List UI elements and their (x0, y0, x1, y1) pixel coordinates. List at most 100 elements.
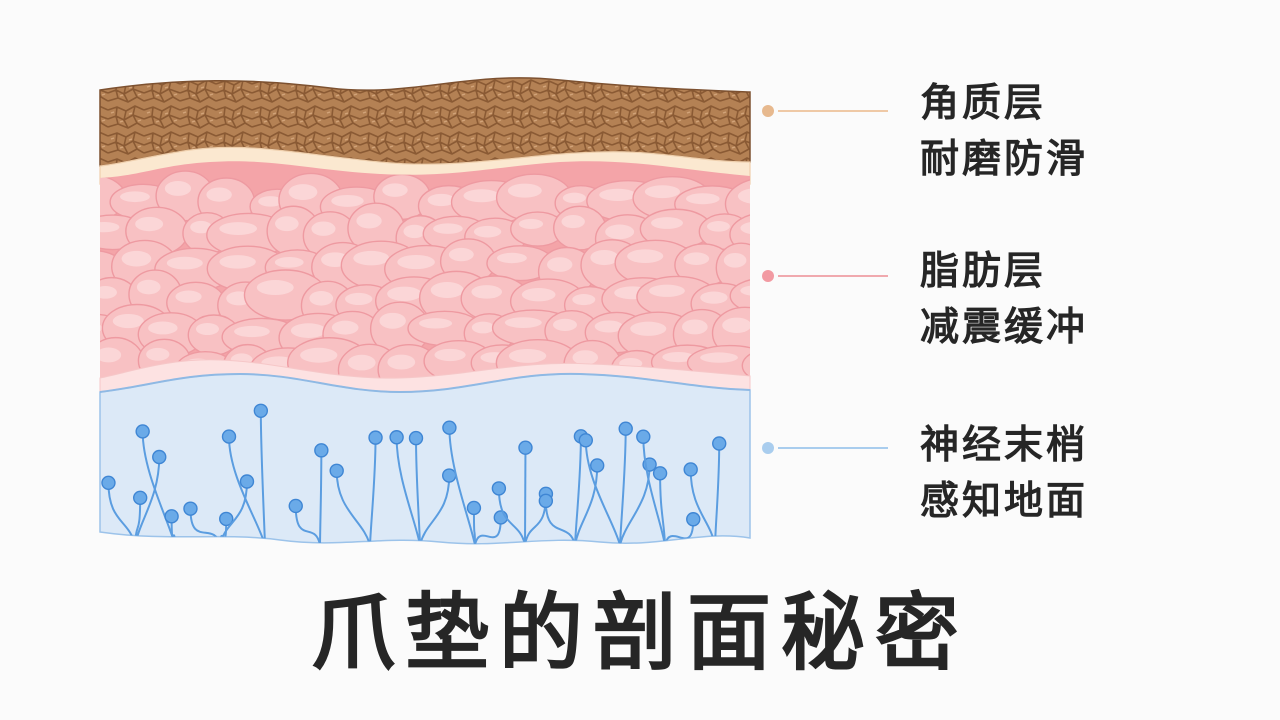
fat-cell-highlight (309, 291, 334, 306)
fat-layer-name: 脂肪层 (920, 249, 1047, 294)
fat-cell-highlight (547, 257, 573, 272)
nerve-ending (518, 440, 533, 455)
fat-cell-highlight (471, 285, 503, 299)
nerve-ending (491, 481, 507, 496)
keratin-layer-function: 耐磨防滑 (920, 137, 1089, 182)
nerve-layer (99, 372, 751, 545)
nerve-marker-dot (762, 442, 774, 454)
fat-leader (762, 270, 888, 282)
fat-cell-highlight (605, 224, 635, 240)
fat-cell-highlight (518, 218, 544, 230)
fat-cell-highlight (496, 252, 527, 264)
nerve-ending (652, 466, 668, 481)
fat-cell-highlight (112, 313, 144, 329)
fat-cell-highlight (190, 220, 212, 234)
fat-cell-highlight (427, 193, 455, 207)
fat-cell-highlight (219, 255, 256, 269)
fat-cell-highlight (121, 250, 152, 267)
fat-cell-highlight (146, 347, 170, 361)
nerve-fiber (584, 440, 621, 544)
fat-cell-highlight (331, 320, 359, 335)
fat-cell-highlight (430, 282, 464, 299)
nerve-label: 神经末梢 感知地面 (920, 418, 1220, 530)
fat-cell-highlight (594, 320, 624, 333)
fat-cell-highlight (120, 191, 150, 203)
nerve-ending (183, 501, 198, 516)
fat-cell-highlight (662, 351, 695, 363)
fat-cell-highlight (682, 319, 708, 335)
nerve-fiber (319, 450, 323, 544)
nerve-ending (368, 430, 383, 445)
fat-cell-highlight (148, 321, 178, 335)
nerve-fiber (448, 427, 476, 544)
fat-cell-highlight (135, 216, 164, 232)
fat-cell-highlight (234, 325, 270, 338)
nerve-ending (686, 512, 701, 527)
fat-cell-highlight (700, 352, 738, 363)
fat-cell-highlight (195, 323, 219, 336)
fat-cell-highlight (256, 280, 294, 296)
fat-cell-highlight (740, 285, 750, 296)
nerve-ending (442, 420, 457, 435)
fat-cell-highlight (403, 224, 426, 239)
fat-cell-highlight (590, 249, 619, 266)
nerve-fiber (415, 438, 421, 544)
nerve-ending (538, 493, 554, 509)
fat-cell-highlight (345, 292, 373, 306)
nerve-ending (442, 468, 457, 483)
nerve-fiber (574, 465, 599, 544)
fat-cell-highlight (311, 221, 336, 236)
fat-cell-highlight (521, 287, 556, 302)
fat-cell (741, 346, 750, 379)
fat-cell-highlight (387, 286, 422, 302)
nerve-ending (135, 424, 150, 439)
fat-cell-highlight (164, 181, 192, 196)
nerve-ending (219, 511, 234, 527)
fat-cell-highlight (290, 323, 327, 338)
keratin-leader (762, 105, 888, 117)
diagram-title: 爪垫的剖面秘密 (310, 584, 969, 682)
nerve-fiber (642, 436, 666, 544)
fat-cell-highlight (100, 221, 120, 233)
fat-cell-highlight (353, 250, 390, 266)
fat-cell-highlight (685, 193, 720, 205)
nerve-fiber (294, 505, 321, 544)
nerve-fiber (497, 488, 526, 544)
fat-cell-highlight (387, 354, 416, 370)
fat-cell-highlight (70, 259, 100, 272)
fat-cell-highlight (219, 222, 257, 236)
fat-cell-highlight (630, 321, 667, 336)
nerve-fiber (544, 500, 576, 544)
nerve-fiber (664, 519, 695, 544)
nerve-ending (636, 429, 651, 444)
fat-cell-highlight (175, 290, 202, 303)
nerve-fiber (619, 464, 651, 544)
keratin-label: 角质层 耐磨防滑 (920, 76, 1220, 188)
fat-cell-highlight (206, 187, 232, 202)
fat-cell-highlight (100, 322, 103, 334)
fat-cell-highlight (275, 216, 299, 232)
fat-cell-highlight (356, 213, 382, 229)
fat-cell-highlight (300, 347, 338, 363)
fat-cell-highlight (471, 321, 495, 334)
nerve-ending (578, 433, 594, 448)
nerve-ending (589, 458, 605, 473)
fat-cell-highlight (572, 294, 596, 306)
nerve-layer-name: 神经末梢 (920, 423, 1089, 468)
nerve-ending (101, 475, 116, 491)
fat-cell-highlight (753, 355, 784, 366)
fat-cell-highlight (507, 183, 542, 198)
fat-cell-highlight (331, 194, 364, 207)
nerve-fiber (369, 437, 377, 544)
fat-cell-highlight (274, 257, 304, 268)
fat-cell-highlight (433, 223, 463, 234)
fat-cell-highlight (561, 215, 585, 229)
nerve-ending (221, 429, 237, 444)
fat-cell-highlight (706, 221, 730, 232)
keratin-marker-dot (762, 105, 774, 117)
nerve-layer-function: 感知地面 (920, 479, 1089, 524)
nerve-fiber (574, 436, 582, 544)
fat-cell-highlight (136, 279, 161, 295)
nerve-ending (132, 490, 148, 506)
fat-cell-highlight (100, 347, 122, 363)
